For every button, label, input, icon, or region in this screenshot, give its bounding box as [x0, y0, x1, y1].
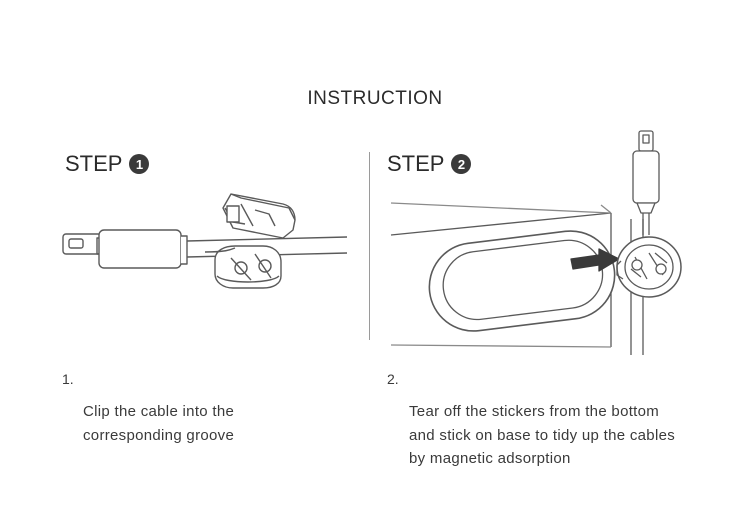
step-2-heading: STEP 2 — [387, 151, 472, 177]
cable-clip-illustration — [62, 193, 348, 289]
step-1-number-badge: 1 — [129, 154, 150, 174]
step-2-label: STEP — [387, 151, 445, 176]
page-title: INSTRUCTION — [307, 88, 443, 109]
step-2-description: Tear off the stickers from the bottom an… — [409, 400, 675, 471]
step-2-line-3: by magnetic adsorption — [409, 450, 571, 467]
step-1-line-2: corresponding groove — [83, 426, 235, 444]
step-1-line-1: Clip the cable into the — [83, 403, 235, 420]
step-1-heading: STEP 1 — [65, 151, 150, 177]
step-1-description: Clip the cable into the corresponding gr… — [83, 400, 234, 447]
step-2-index: 2. — [387, 371, 399, 387]
step-2-line-2: and stick on base to tidy up the cables — [409, 426, 676, 444]
step-1-label: STEP — [65, 151, 123, 176]
step-2-line-1: Tear off the stickers from the bottom — [409, 403, 660, 420]
step-2-number-badge: 2 — [451, 154, 472, 174]
step-divider — [369, 152, 370, 340]
magnetic-base-illustration — [390, 130, 682, 355]
step-1-index: 1. — [62, 371, 74, 387]
